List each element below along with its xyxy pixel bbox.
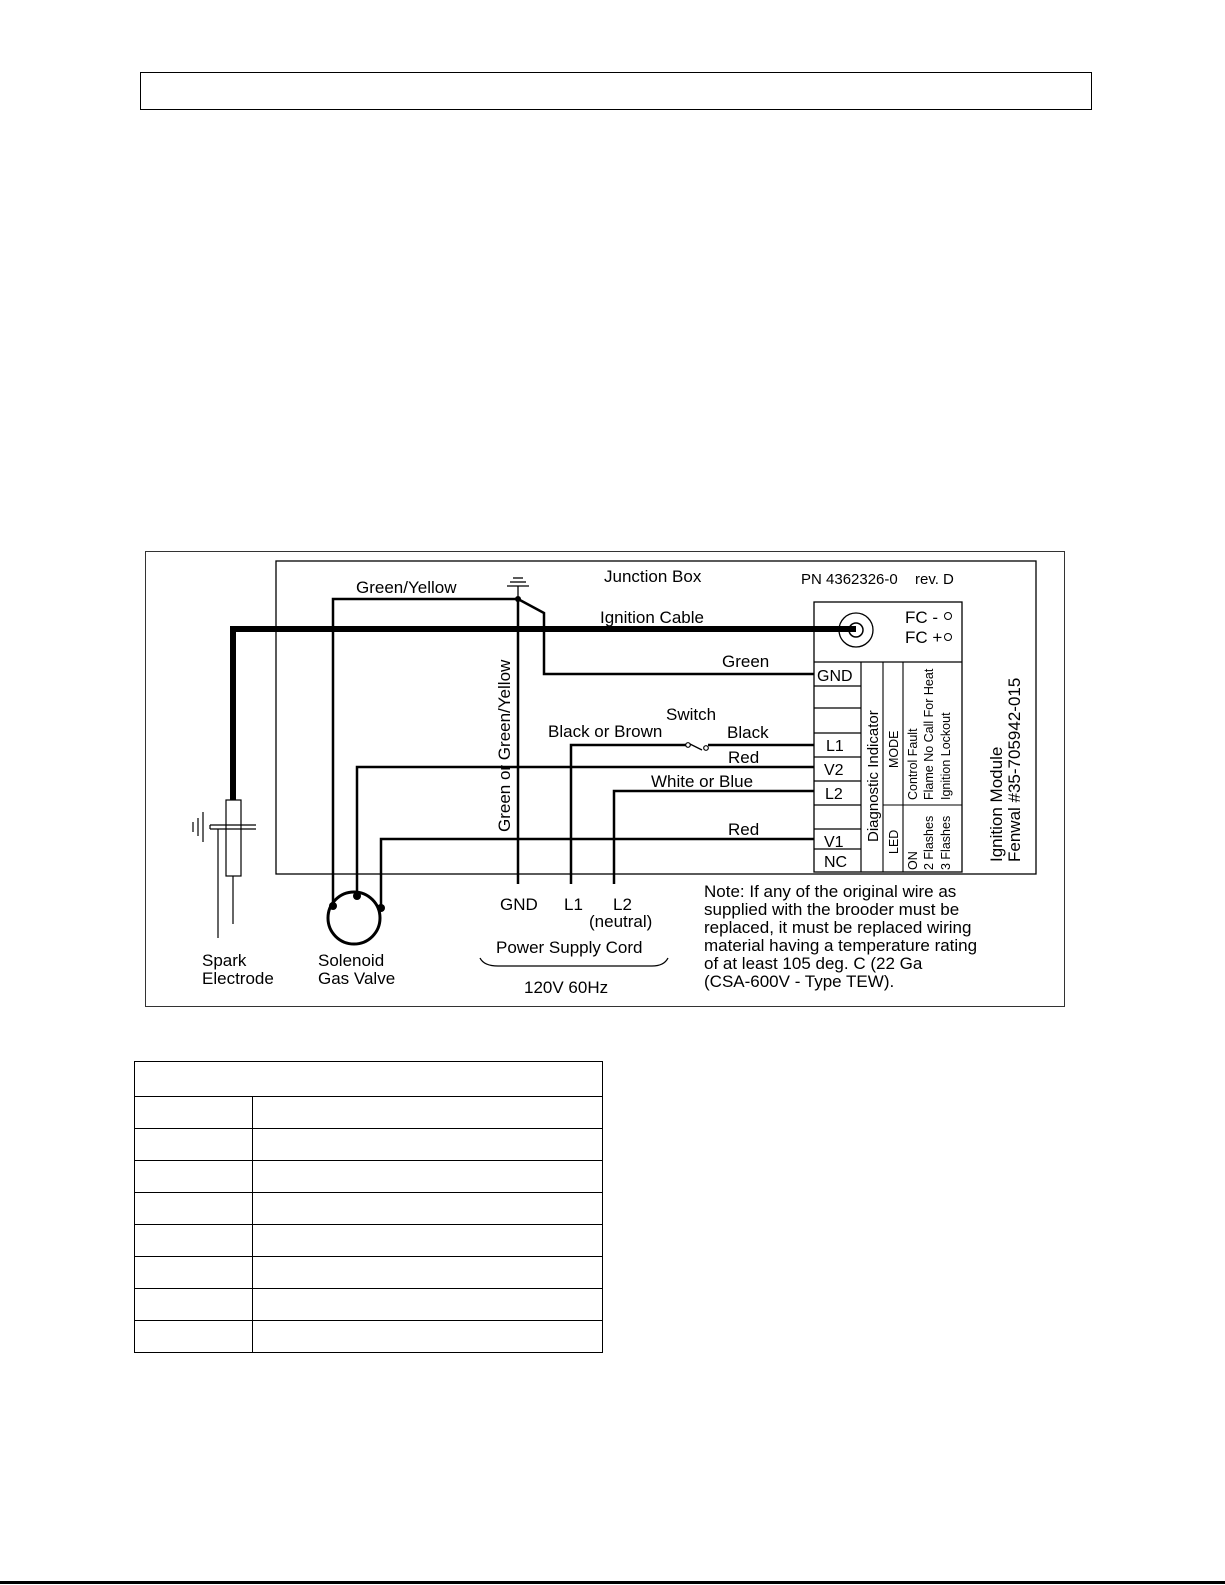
svg-text:of at least 105 deg. C (22 Ga: of at least 105 deg. C (22 Ga <box>704 954 923 973</box>
fc-plus-dot <box>944 633 952 641</box>
terminal-l1: L1 <box>826 738 844 755</box>
diagnostic-mode-row-3: Ignition Lockout <box>939 712 953 800</box>
table-row <box>134 1256 603 1289</box>
terminal-nc: NC <box>824 854 847 871</box>
spark-electrode-symbol <box>192 799 256 938</box>
diagram-frame <box>145 551 1065 1007</box>
diagnostic-led-header: LED <box>887 830 901 854</box>
label-black: Black <box>727 723 769 742</box>
terminal-l2: L2 <box>825 786 843 803</box>
label-white-or-blue: White or Blue <box>651 772 753 791</box>
junction-box-outline <box>275 560 1037 875</box>
green-yellow-wire <box>331 597 518 903</box>
table-header-cell <box>134 1061 603 1097</box>
table-row <box>134 1288 603 1321</box>
switch-symbol <box>685 742 709 751</box>
l1-wire <box>569 743 686 884</box>
terminal-gnd: GND <box>817 668 853 685</box>
power-l1: L1 <box>564 895 583 914</box>
table-row <box>134 1096 603 1129</box>
table-row <box>134 1224 603 1257</box>
diagnostic-mode-row-2: Flame No Call For Heat <box>922 668 936 800</box>
svg-text:material having a temperature: material having a temperature rating <box>704 936 977 955</box>
diagnostic-mode-row-1: Control Fault <box>906 728 920 800</box>
table-row <box>134 1160 603 1193</box>
v1-red-wire <box>379 837 814 906</box>
diagnostic-led-row-2: 2 Flashes <box>922 816 936 870</box>
revision: rev. D <box>915 571 954 588</box>
power-l2: L2 <box>613 895 632 914</box>
green-wire <box>517 597 814 676</box>
diagnostic-led-row-3: 3 Flashes <box>939 816 953 870</box>
svg-text:supplied with the brooder must: supplied with the brooder must be <box>704 900 959 919</box>
bottom-rule <box>0 1581 1225 1584</box>
spark-label-1: Spark <box>202 951 247 970</box>
valve-label-2: Gas Valve <box>318 969 395 988</box>
part-number: PN 4362326-0 <box>801 571 898 588</box>
power-gnd: GND <box>500 895 538 914</box>
wire-note: Note: If any of the original wire as sup… <box>704 882 977 991</box>
power-cord-brace <box>479 957 669 967</box>
module-label-1: Ignition Module <box>987 747 1006 862</box>
empty-table <box>134 1061 603 1353</box>
fc-minus-dot <box>944 612 952 620</box>
terminal-dividers <box>814 685 861 850</box>
label-ignition-cable: Ignition Cable <box>600 608 704 627</box>
header-box <box>140 72 1092 110</box>
ground-symbol-top <box>507 577 529 599</box>
solenoid-valve-symbol <box>326 890 385 946</box>
label-red-v1: Red <box>728 820 759 839</box>
diagnostic-grid <box>882 662 962 872</box>
spark-label-2: Electrode <box>202 969 274 988</box>
label-black-or-brown: Black or Brown <box>548 722 662 741</box>
diagnostic-title: Diagnostic Indicator <box>865 710 882 842</box>
power-cord-label: Power Supply Cord <box>496 938 642 957</box>
label-red-v2: Red <box>728 748 759 767</box>
label-green-yellow-top: Green/Yellow <box>356 578 457 597</box>
label-switch: Switch <box>666 705 716 724</box>
label-green: Green <box>722 652 769 671</box>
table-row <box>134 1128 603 1161</box>
junction-box-title: Junction Box <box>604 567 702 586</box>
label-green-or-green-yellow: Green or Green/Yellow <box>495 659 514 832</box>
terminal-v2: V2 <box>824 762 844 779</box>
ignition-module-box <box>813 601 963 873</box>
svg-text:(CSA-600V - Type TEW).: (CSA-600V - Type TEW). <box>704 972 894 991</box>
v2-red-wire <box>355 765 814 902</box>
diagnostic-mode-header: MODE <box>887 731 901 769</box>
label-fc-minus: FC - <box>905 608 938 627</box>
module-label-2: Fenwal #35-705942-015 <box>1005 678 1024 862</box>
table-row <box>134 1192 603 1225</box>
l2-wire <box>612 789 814 884</box>
diagnostic-led-row-1: ON <box>906 851 920 870</box>
svg-text:replaced, it must be replaced: replaced, it must be replaced wiring <box>704 918 971 937</box>
svg-text:Note: If any of the original w: Note: If any of the original wire as <box>704 882 956 901</box>
table-row <box>134 1320 603 1353</box>
terminal-v1: V1 <box>824 834 844 851</box>
ignition-cable <box>230 626 856 806</box>
power-voltage: 120V 60Hz <box>524 978 608 997</box>
label-fc-plus: FC + <box>905 628 942 647</box>
power-neutral: (neutral) <box>589 912 652 931</box>
valve-label-1: Solenoid <box>318 951 384 970</box>
